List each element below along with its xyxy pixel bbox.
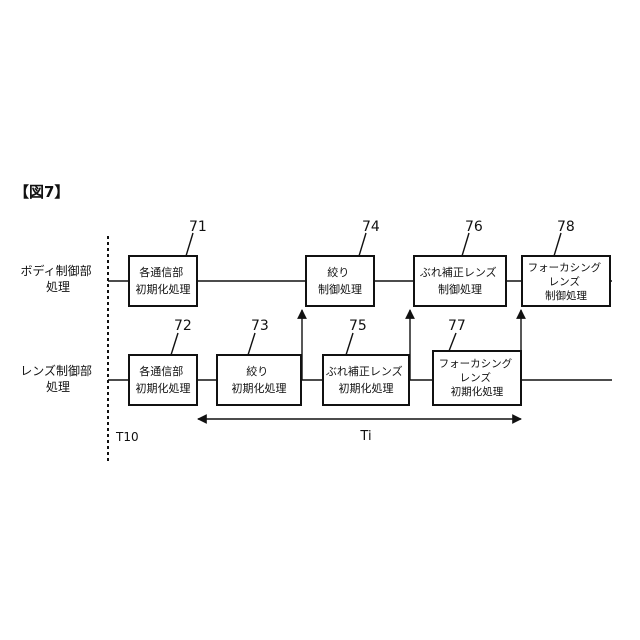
row-label-lens: レンズ制御部 処理 — [20, 363, 96, 394]
box-76-body-shake-correction-control: ぶれ補正レンズ 制御処理 — [414, 256, 506, 306]
ref-number-72: 72 — [174, 318, 192, 334]
box-74-body-aperture-control: 絞り 制御処理 — [306, 256, 374, 306]
row-label-body: ボディ制御部 処理 — [21, 263, 96, 294]
box-72-lens-comm-init: 各通信部 初期化処理 — [129, 355, 197, 405]
figure-label: 【図7】 — [14, 183, 69, 201]
ref-number-71: 71 — [189, 219, 207, 235]
start-marker-label: T10 — [115, 430, 139, 444]
leader-71 — [186, 233, 193, 256]
leader-72 — [171, 333, 178, 355]
interval-label: Ti — [359, 429, 371, 444]
ref-number-76: 76 — [465, 219, 483, 235]
row-label-lens-line-1: レンズ制御部 — [20, 363, 92, 378]
ref-number-73: 73 — [251, 318, 269, 334]
leader-73 — [248, 333, 255, 355]
box-71-body-comm-init: 各通信部 初期化処理 — [129, 256, 197, 306]
ref-number-75: 75 — [349, 318, 367, 334]
row-label-body-line-1: ボディ制御部 — [21, 263, 92, 278]
leader-77 — [449, 333, 456, 351]
leader-75 — [346, 333, 353, 355]
box-73-lens-aperture-init: 絞り 初期化処理 — [217, 355, 301, 405]
ref-number-78: 78 — [557, 219, 575, 235]
box-75-lens-shake-correction-init: ぶれ補正レンズ 初期化処理 — [323, 355, 409, 405]
row-label-body-line-2: 処理 — [46, 280, 70, 294]
box-78-body-focusing-control: フォーカシング レンズ 制御処理 — [522, 256, 610, 306]
leader-76 — [462, 233, 469, 256]
leader-78 — [554, 233, 561, 256]
row-label-lens-line-2: 処理 — [46, 380, 70, 394]
box-77-lens-focusing-init: フォーカシング レンズ 初期化処理 — [433, 351, 521, 405]
ref-number-77: 77 — [448, 318, 466, 334]
ref-number-74: 74 — [362, 219, 380, 235]
leader-74 — [359, 233, 366, 256]
